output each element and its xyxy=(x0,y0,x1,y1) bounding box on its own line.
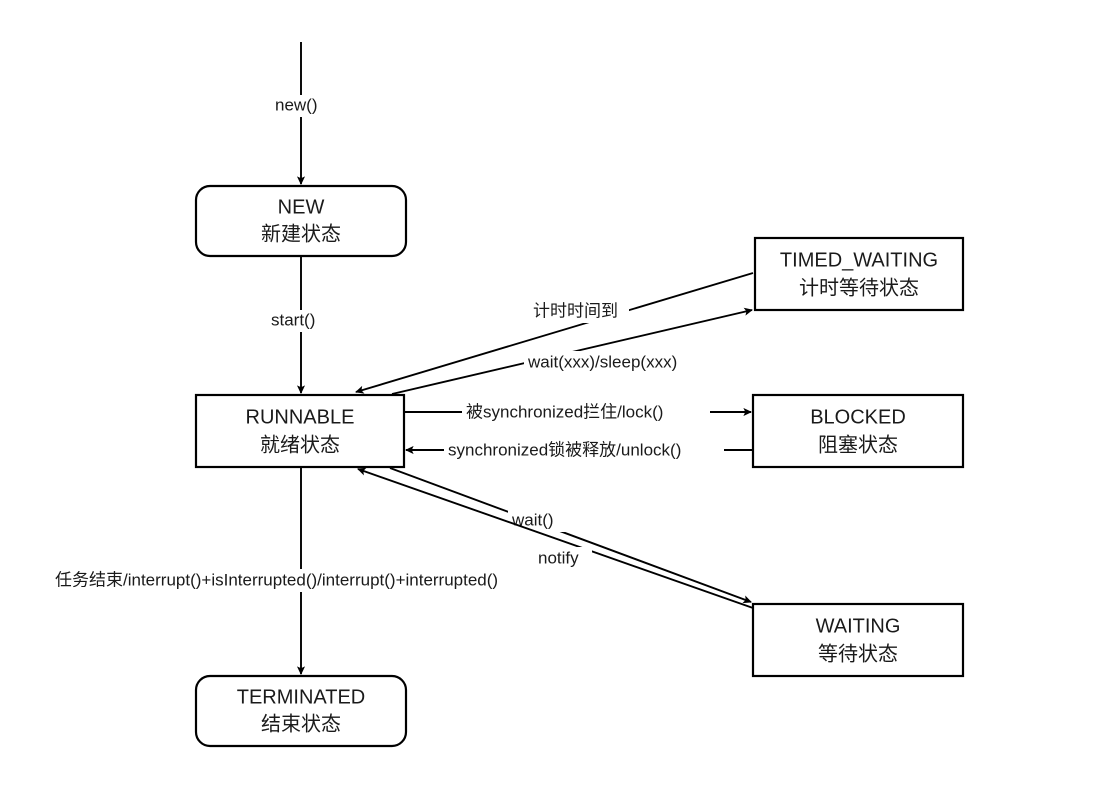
edge-blocked-return-label: synchronized锁被释放/unlock() xyxy=(448,440,681,459)
node-timed-waiting-label-zh: 计时等待状态 xyxy=(799,276,919,299)
node-waiting[interactable]: WAITING 等待状态 xyxy=(751,602,965,678)
edge-timed-return: 计时时间到 xyxy=(355,272,754,394)
edge-blocked-return-label-bg xyxy=(444,439,724,461)
node-blocked-label-en: BLOCKED xyxy=(810,406,906,428)
node-runnable-label-zh: 就绪状态 xyxy=(260,433,340,456)
node-timed-waiting-box[interactable] xyxy=(753,236,965,312)
edge-timed-enter-label-bg xyxy=(524,351,712,374)
node-waiting-box[interactable] xyxy=(751,602,965,678)
node-new-box[interactable] xyxy=(194,184,408,258)
edge-timed-return-label-bg xyxy=(529,300,629,323)
node-blocked-box[interactable] xyxy=(751,393,965,469)
edge-waiting-return: notify xyxy=(357,467,754,609)
node-waiting-label-en: WAITING xyxy=(816,615,901,637)
node-terminated-label-zh: 结束状态 xyxy=(261,712,341,735)
edge-blocked-enter: 被synchronized拦住/lock() xyxy=(404,401,752,423)
edge-new-label-bg xyxy=(271,95,333,117)
edge-terminate-label: 任务结束/interrupt()+isInterrupted()/interru… xyxy=(55,570,498,589)
node-runnable[interactable]: RUNNABLE 就绪状态 xyxy=(194,393,406,469)
edge-timed-enter-label: wait(xxx)/sleep(xxx) xyxy=(527,352,677,371)
edge-blocked-enter-label: 被synchronized拦住/lock() xyxy=(466,402,663,421)
node-blocked[interactable]: BLOCKED 阻塞状态 xyxy=(751,393,965,469)
edge-timed-enter: wait(xxx)/sleep(xxx) xyxy=(391,307,753,395)
edge-waiting-return-label: notify xyxy=(538,548,579,567)
node-blocked-label-zh: 阻塞状态 xyxy=(818,433,898,456)
node-new[interactable]: NEW 新建状态 xyxy=(194,184,408,258)
edge-blocked-return: synchronized锁被释放/unlock() xyxy=(405,439,753,461)
edge-waiting-return-line xyxy=(357,467,754,609)
edge-waiting-enter-line xyxy=(389,467,752,604)
edge-new-label: new() xyxy=(275,95,318,114)
edge-terminate-label-bg xyxy=(51,569,561,592)
node-terminated-box[interactable] xyxy=(194,674,408,748)
edge-waiting-enter-label: wait() xyxy=(511,510,554,529)
edge-start-label-bg xyxy=(267,310,333,332)
edge-blocked-enter-label-bg xyxy=(462,401,710,423)
node-terminated-label-en: TERMINATED xyxy=(237,686,366,708)
node-runnable-box[interactable] xyxy=(194,393,406,469)
edge-new: new() xyxy=(271,42,333,185)
edge-waiting-return-label-bg xyxy=(534,547,592,570)
edge-terminate: 任务结束/interrupt()+isInterrupted()/interru… xyxy=(51,467,561,675)
edge-start-label: start() xyxy=(271,310,315,329)
node-timed-waiting[interactable]: TIMED_WAITING 计时等待状态 xyxy=(753,236,965,312)
edge-timed-return-label: 计时时间到 xyxy=(533,301,618,320)
node-new-label-zh: 新建状态 xyxy=(261,222,341,245)
edge-start: start() xyxy=(267,256,333,394)
node-runnable-label-en: RUNNABLE xyxy=(246,406,355,428)
edge-timed-return-line xyxy=(355,272,754,394)
node-new-label-en: NEW xyxy=(278,196,325,218)
node-waiting-label-zh: 等待状态 xyxy=(818,642,898,665)
node-timed-waiting-label-en: TIMED_WAITING xyxy=(780,249,938,271)
node-terminated[interactable]: TERMINATED 结束状态 xyxy=(194,674,408,748)
